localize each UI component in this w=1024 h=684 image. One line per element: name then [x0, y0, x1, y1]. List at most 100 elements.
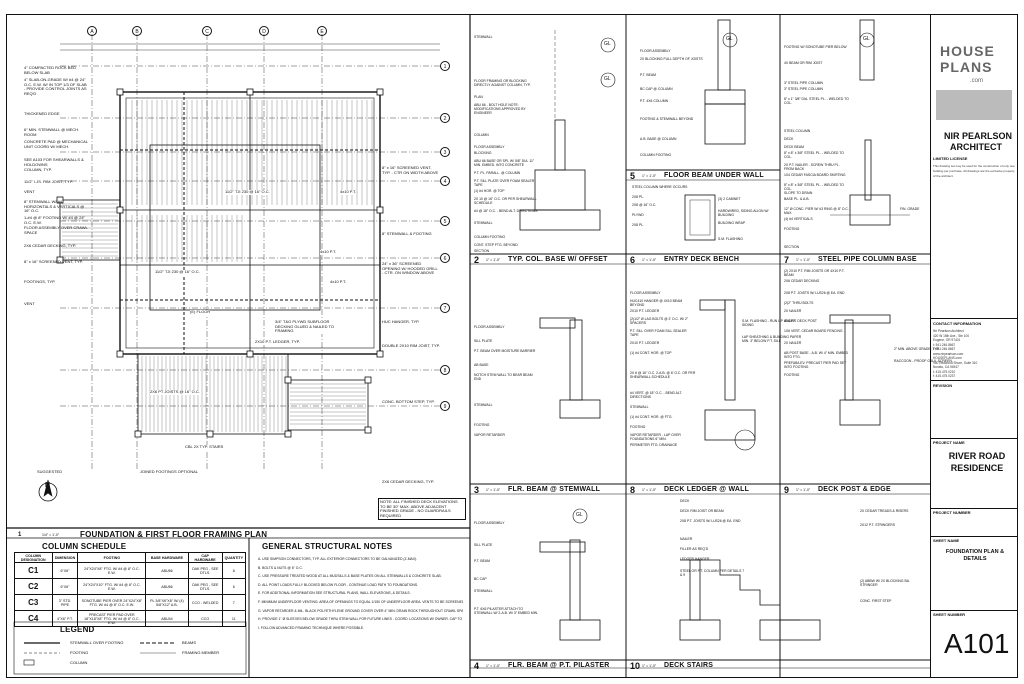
contact-line: 420 W 15th Ave., Ste 100: [933, 333, 970, 338]
grid-bubble-row: 8: [440, 365, 450, 375]
plan-callout-right: NOTE: ALL FINISHED DECK ELEVATIONS TO BE…: [378, 498, 466, 521]
schedule-cell: OAK PEG - SEE DTLS.: [187, 578, 223, 595]
detail-label: S.M. FLASHING - RUN UP UNDER SIDING: [742, 319, 796, 327]
schedule-cell: PL 3/8"X6"X6" W/ (4) 5/8"X12" A.B.: [145, 594, 189, 611]
gl-bubble-label: GL: [604, 76, 611, 82]
plan-callout-left: THICKENED EDGE: [24, 111, 60, 116]
detail-label: SECTION: [474, 249, 490, 253]
plan-callout-inner: (E) FLOOR: [190, 309, 211, 315]
schedule-cell: C3: [14, 594, 53, 611]
note-item: G. VAPOR RETARDER & MIL. BLACK POLYETHYL…: [258, 608, 463, 613]
detail-label: FLOOR ASSEMBLY: [640, 49, 671, 53]
detail-label: 2X12 P.T. STRINGERS: [860, 523, 895, 527]
plan-callout-inner: 4x10 P.T.: [330, 279, 347, 285]
grid-bubble-row: 4: [440, 176, 450, 186]
north-arrow-pointer: [43, 479, 53, 497]
d4-footing: [559, 619, 601, 641]
plan-callout-inner: 11/2" TJI 230 @ 16" O.C.: [155, 269, 200, 275]
legend-title: LEGEND: [60, 625, 95, 634]
detail-label: 8" x 8" x 3/8" STEEL PL. - WELDED TO COL…: [784, 151, 844, 159]
d7-pipe: [864, 139, 872, 201]
detail-label: (2) ABBW W/ 2X BLOCKING BA. STRINGER: [860, 579, 910, 587]
sheet-border: [6, 14, 1018, 678]
detail-label: FLOOR ASSEMBLY: [474, 521, 505, 525]
notes-title: GENERAL STRUCTURAL NOTES: [262, 542, 393, 551]
detail-label: 2X10 P.T. LEDGER: [630, 341, 660, 345]
detail-label: 2X 6 @ 16" O.C. 2-A.B. @ 6' O.C. OR PER …: [630, 371, 696, 379]
d2-gl: [600, 37, 616, 53]
detail-label: A.B. BASE @ COLUMN: [640, 137, 677, 141]
schedule-cell: C4: [14, 610, 53, 627]
plan-callout-inner: 2X6 PT JOISTS @ 16" O.C.: [150, 389, 200, 395]
column-pad: [116, 88, 124, 96]
plan-callout-right: 8" x 16" SCREENED VENT, TYP. - CTR ON WI…: [382, 165, 439, 175]
detail-label: BC CAP: [474, 577, 487, 581]
detail-number: 6: [630, 255, 636, 265]
column-pad: [134, 430, 142, 438]
d8-footing: [704, 409, 756, 441]
detail-label: STEEL OR P.T. COLUMN PER DETAILS 7 & 9: [680, 569, 745, 577]
detail-label: CONT. STEP FTG. BEYOND: [474, 243, 518, 247]
sheet-number-label: SHEET NUMBER: [933, 612, 966, 617]
column-pad: [56, 256, 64, 264]
detail-number: 10: [630, 661, 641, 671]
d4-gl: [572, 508, 588, 524]
detail-label: 2X8 P.T. JOISTS W/ LUS26 @ EA. END: [680, 519, 741, 523]
d8-wall: [724, 299, 736, 401]
project-name-label: PROJECT NAME: [933, 440, 965, 445]
detail-label: PLAN: [474, 95, 483, 99]
detail-label: (3) 2 CABINET: [718, 197, 741, 201]
detail-number: 4: [474, 661, 480, 671]
detail-label: SILL PLATE: [474, 543, 493, 547]
plan-callout-left: 6" MIN. STEMWALL @ MECH. ROOM: [24, 127, 80, 137]
schedule-cell: 8: [221, 562, 247, 579]
d5-footing: [704, 103, 746, 145]
schedule-cell: 4"X6" P.T.: [51, 610, 79, 627]
grid-bubble-col: C: [202, 26, 212, 36]
detail-label: P.T. 6X6 PILASTER ATTACH TO STEMWALL W/ …: [474, 607, 539, 615]
detail-label: STEMWALL: [474, 221, 493, 225]
detail-label: 4X BEAM OR RIM JOIST: [784, 61, 823, 65]
detail-label: P.T. SILL PLATE OVER FOAM SEALER TAPE: [474, 179, 535, 187]
grid-bubble-row: 1: [440, 61, 450, 71]
d3-footing: [559, 399, 601, 419]
detail-label: SILL PLATE: [474, 339, 493, 343]
license-title: LIMITED LICENSE: [933, 156, 968, 161]
d2-stem: [534, 169, 586, 211]
plan-title-scale: 1/4" = 1'-0": [42, 533, 60, 537]
plan-callout-inner: 4x10 P.T.: [320, 249, 337, 255]
detail-number: 7: [784, 255, 790, 265]
detail-title: FLR. BEAM @ P.T. PILASTER: [508, 662, 610, 669]
detail-label: VAPOR RETARDER - LAP OVER FOUNDATIONS 6"…: [630, 433, 681, 441]
sheet-name: FOUNDATION PLAN & DETAILS: [945, 549, 1005, 562]
detail-label: NOTCH STEM WALL TO BEAR BEAM END: [474, 373, 533, 381]
plan-callout-left: 2X6 CEDAR DECKING, TYP.: [24, 243, 77, 248]
gl-bubble-label: GL: [863, 36, 870, 42]
schedule-cell: 7: [221, 594, 247, 611]
north-arrow-label: N: [45, 482, 51, 489]
d8-drain: [734, 429, 756, 451]
north-suggested-label: SUGGESTED: [37, 469, 63, 474]
detail-scale: 1" = 1'-0": [486, 488, 501, 492]
detail-label: 8" x 8" x 3/8" STEEL PL. - WELDED TO COL…: [784, 183, 844, 191]
d7-pier-base: [849, 194, 891, 226]
schedule-cell: PRECAST PIER PAD OVER 18"X18"X8" FTG. W/…: [77, 610, 147, 627]
d4-beam: [539, 541, 586, 553]
detail-label: FLOOR ASSEMBLY: [630, 291, 661, 295]
detail-label: (1) #4 CONT. HOR. @ TOP: [630, 351, 672, 355]
detail-label: LAP SHEATHING & BUILDING PAPER MIN. 3" B…: [742, 335, 802, 343]
legend-item: FRAMING MEMBER: [182, 650, 220, 655]
column-pad: [284, 376, 292, 384]
detail-label: AB BASE: [474, 363, 489, 367]
detail-label: 2X P.T. NAILER - SCREW THRU PL. FROM BAC…: [784, 163, 840, 171]
detail-scale: 1" = 1'-0": [796, 258, 811, 262]
grid-bubble-row: 7: [440, 303, 450, 313]
detail-number: 9: [784, 485, 790, 495]
plan-callout-left: 8" STEMWALL W/ #4 HORIZONTALS & VERTICAL…: [24, 199, 85, 214]
detail-number: 5: [630, 171, 636, 181]
d10-first-step: [759, 619, 821, 641]
